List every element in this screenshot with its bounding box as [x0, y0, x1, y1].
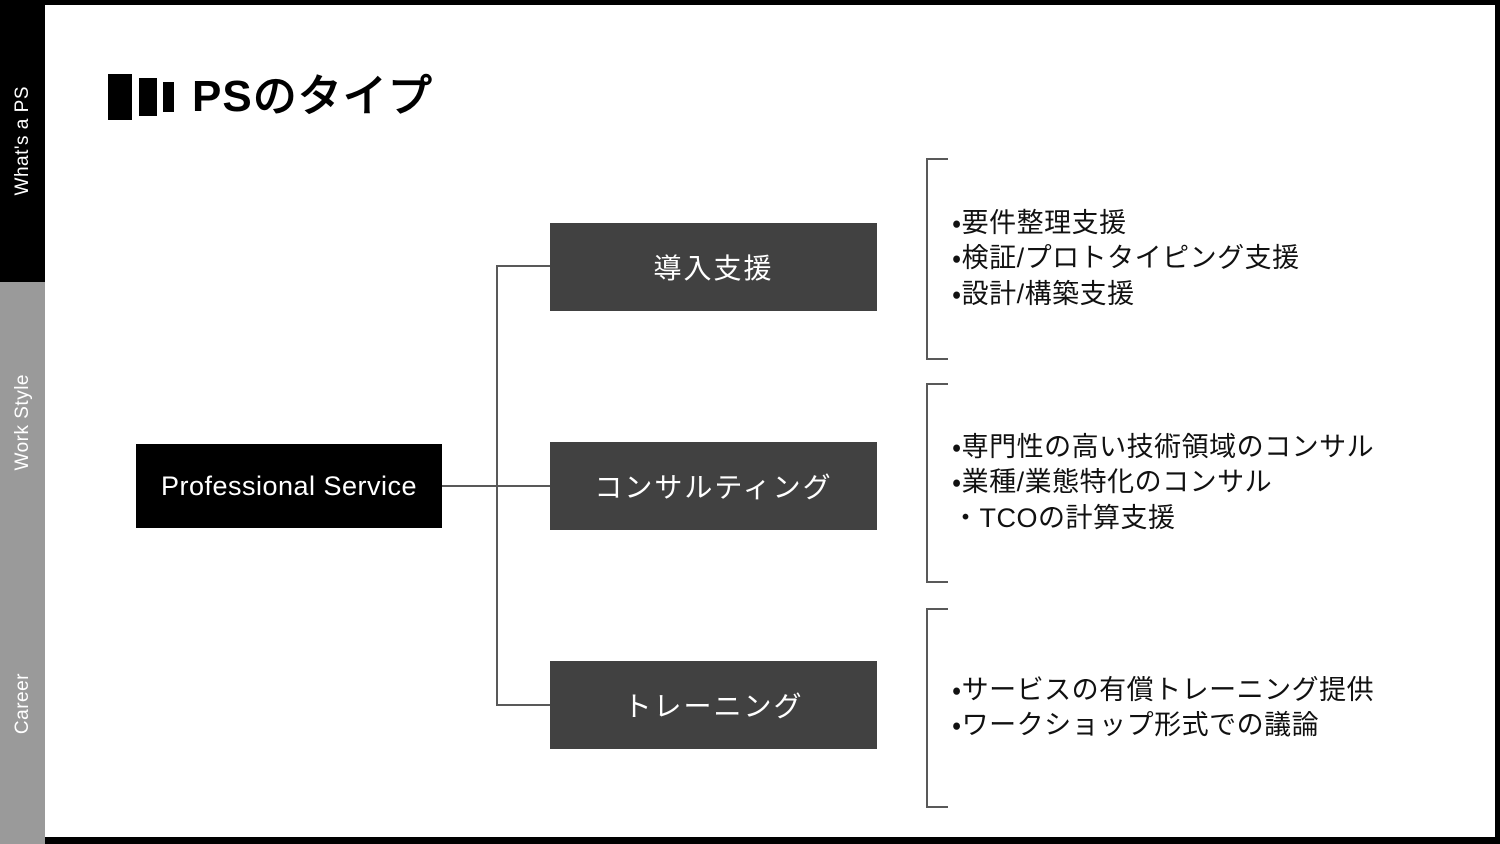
node-branch-1[interactable]: 導入支援 — [550, 223, 877, 311]
list-item: ・検証/プロトタイピング支援 — [952, 243, 1300, 274]
sidebar-item-label: What's a PS — [11, 86, 33, 196]
sidebar: What's a PS Work Style Career — [0, 0, 45, 844]
node-label: コンサルティング — [594, 472, 833, 503]
sidebar-item-label: Work Style — [11, 374, 33, 471]
bracket-icon — [926, 383, 948, 583]
list-item: ・サービスの有償トレーニング提供 — [952, 674, 1375, 705]
list-item: ・ワークショップ形式での議論 — [952, 710, 1320, 740]
bar-chart-icon-bar-small — [163, 82, 174, 112]
page-title: PSのタイプ — [108, 66, 433, 128]
page-title-text: PSのタイプ — [192, 72, 433, 121]
connector-branch-3 — [496, 704, 552, 706]
bracket-icon — [926, 158, 948, 360]
detail-group-2: ・専門性の高い技術領域のコンサル ・業種/業態特化のコンサル ・TCOの計算支援 — [926, 383, 1374, 583]
node-professional-service[interactable]: Professional Service — [136, 444, 442, 528]
detail-group-3: ・サービスの有償トレーニング提供 ・ワークショップ形式での議論 — [926, 608, 1374, 808]
list-item: ・設計/構築支援 — [952, 278, 1135, 309]
slide-frame-right — [1495, 0, 1500, 844]
connector-branch-2 — [496, 485, 552, 487]
detail-group-1: ・要件整理支援 ・検証/プロトタイピング支援 ・設計/構築支援 — [926, 158, 1300, 360]
slide-frame-bottom — [0, 837, 1500, 844]
node-label: トレーニング — [623, 691, 804, 722]
detail-list-1: ・要件整理支援 ・検証/プロトタイピング支援 ・設計/構築支援 — [952, 206, 1300, 311]
node-label: Professional Service — [160, 470, 418, 501]
connector-branch-1 — [496, 265, 552, 267]
list-item: ・TCOの計算支援 — [952, 502, 1176, 533]
slide-frame-top — [0, 0, 1500, 5]
node-branch-3[interactable]: トレーニング — [550, 661, 877, 749]
bracket-icon — [926, 608, 948, 808]
list-item: ・要件整理支援 — [952, 208, 1127, 239]
bar-chart-icon-bar-large — [108, 74, 132, 120]
detail-list-2: ・専門性の高い技術領域のコンサル ・業種/業態特化のコンサル ・TCOの計算支援 — [952, 430, 1374, 535]
connector-root-horizontal — [442, 485, 498, 487]
node-branch-2[interactable]: コンサルティング — [550, 442, 877, 530]
node-label: 導入支援 — [653, 253, 774, 284]
bar-chart-icon-bar-medium — [139, 78, 157, 116]
sidebar-item-label: Career — [11, 672, 33, 735]
sidebar-item-whats-a-ps[interactable]: What's a PS — [0, 0, 45, 282]
list-item: ・専門性の高い技術領域のコンサル — [952, 432, 1375, 463]
sidebar-item-work-style[interactable]: Work Style — [0, 282, 45, 563]
detail-list-3: ・サービスの有償トレーニング提供 ・ワークショップ形式での議論 — [952, 673, 1374, 743]
list-item: ・業種/業態特化のコンサル — [952, 467, 1273, 498]
sidebar-item-career[interactable]: Career — [0, 563, 45, 844]
bar-chart-icon — [108, 74, 174, 120]
